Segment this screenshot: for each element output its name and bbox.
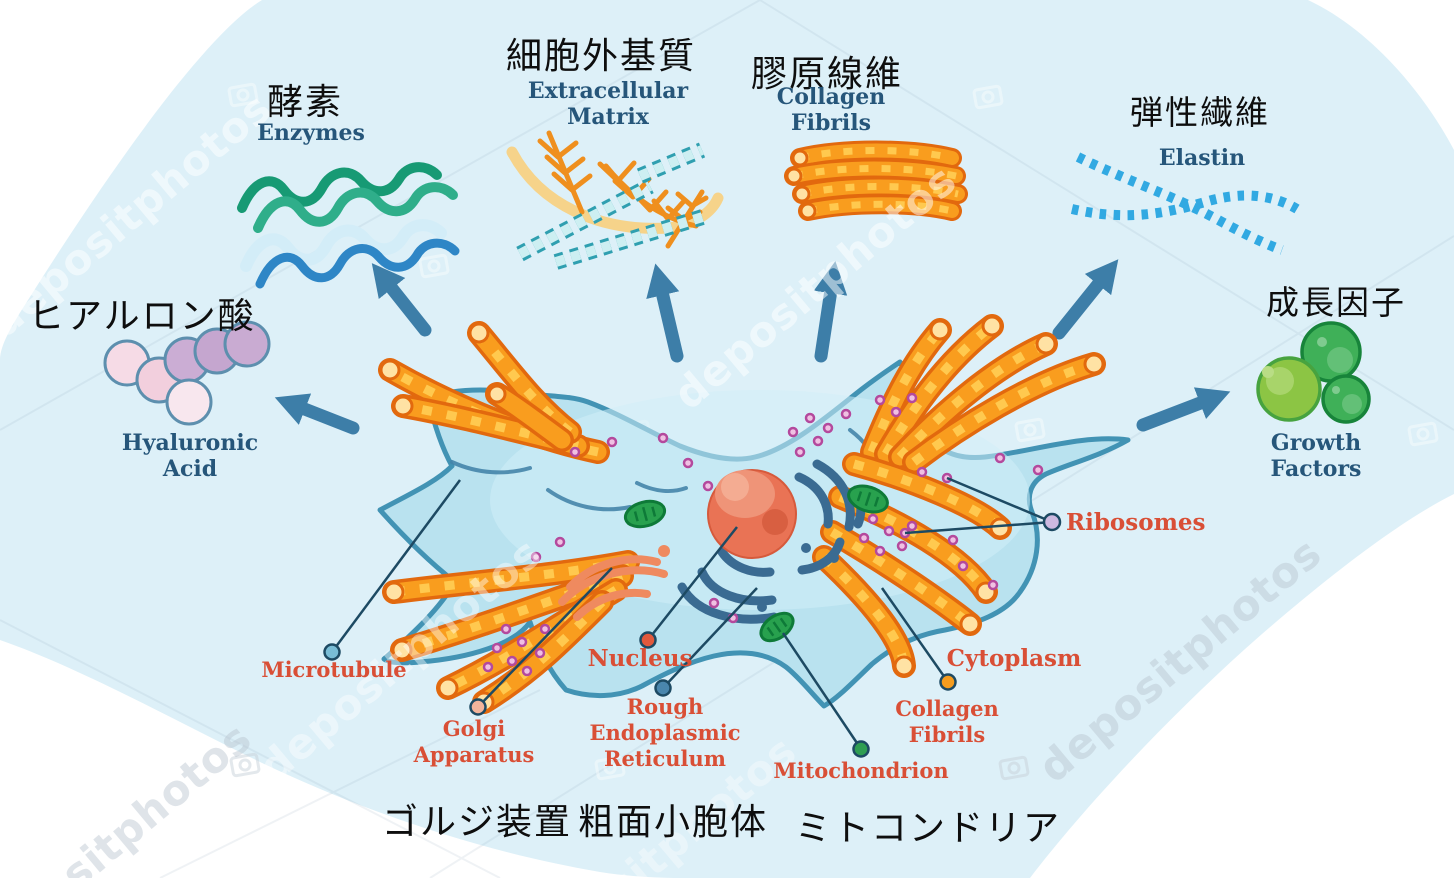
elastin-graphic bbox=[1070, 152, 1300, 255]
label-microtubule: Microtubule bbox=[261, 657, 407, 682]
rough-er-dot bbox=[654, 679, 672, 697]
arrow-to-growth-factors bbox=[1136, 387, 1231, 432]
label-ecm-jp: 細胞外基質 bbox=[505, 35, 697, 76]
microtubule-dot bbox=[323, 643, 341, 661]
label-nucleus: Nucleus bbox=[587, 645, 693, 672]
label-hyaluronic-jp: ヒアルロン酸 bbox=[28, 295, 256, 336]
endoplasmic-reticulum-graphic bbox=[677, 459, 866, 624]
arrow-to-ecm bbox=[646, 263, 684, 363]
enzymes-graphic bbox=[237, 162, 460, 289]
golgi-dot bbox=[469, 698, 487, 716]
label-ribosomes: Ribosomes bbox=[1066, 509, 1206, 536]
camera-watermarks bbox=[227, 82, 1439, 781]
label-collagen-fibrils-jp: 膠原線維 bbox=[750, 53, 904, 94]
label-rough-er-jp: 粗面小胞体 bbox=[578, 801, 769, 842]
arrow-to-enzymes bbox=[371, 263, 432, 337]
secretion-arrows bbox=[274, 259, 1231, 435]
growth-factors-graphic bbox=[1256, 321, 1371, 424]
label-mitochondrion: Mitochondrion bbox=[773, 758, 949, 783]
label-enzymes-en: Enzymes bbox=[257, 120, 365, 146]
leader-lines bbox=[323, 476, 1062, 758]
mitochondrion-dot bbox=[852, 740, 870, 758]
label-cytoplasm: Cytoplasm bbox=[946, 645, 1082, 672]
ribosomes-graphic bbox=[482, 392, 1044, 677]
collagen-fibrils-graphic bbox=[784, 140, 968, 221]
label-enzymes-jp: 酵素 bbox=[266, 81, 344, 122]
label-mitochondria-jp: ミトコンドリア bbox=[795, 807, 1062, 848]
arrow-to-hyaluronic bbox=[274, 393, 360, 435]
golgi-apparatus-graphic bbox=[558, 545, 670, 621]
arrow-to-elastin bbox=[1052, 259, 1119, 340]
collagen-dot bbox=[939, 673, 957, 691]
hyaluronic-acid-graphic bbox=[103, 320, 271, 426]
arrow-to-collagen bbox=[813, 261, 848, 363]
ribosomes-dot bbox=[1042, 512, 1062, 532]
label-elastin-en: Elastin bbox=[1158, 145, 1246, 171]
label-golgi-jp: ゴルジ装置 bbox=[382, 801, 573, 842]
label-elastin-jp: 弾性繊維 bbox=[1130, 94, 1270, 131]
label-growth-factors-jp: 成長因子 bbox=[1266, 284, 1406, 321]
nucleus-graphic bbox=[707, 469, 797, 559]
extracellular-matrix-graphic bbox=[506, 130, 724, 270]
nucleus-dot bbox=[639, 631, 657, 649]
